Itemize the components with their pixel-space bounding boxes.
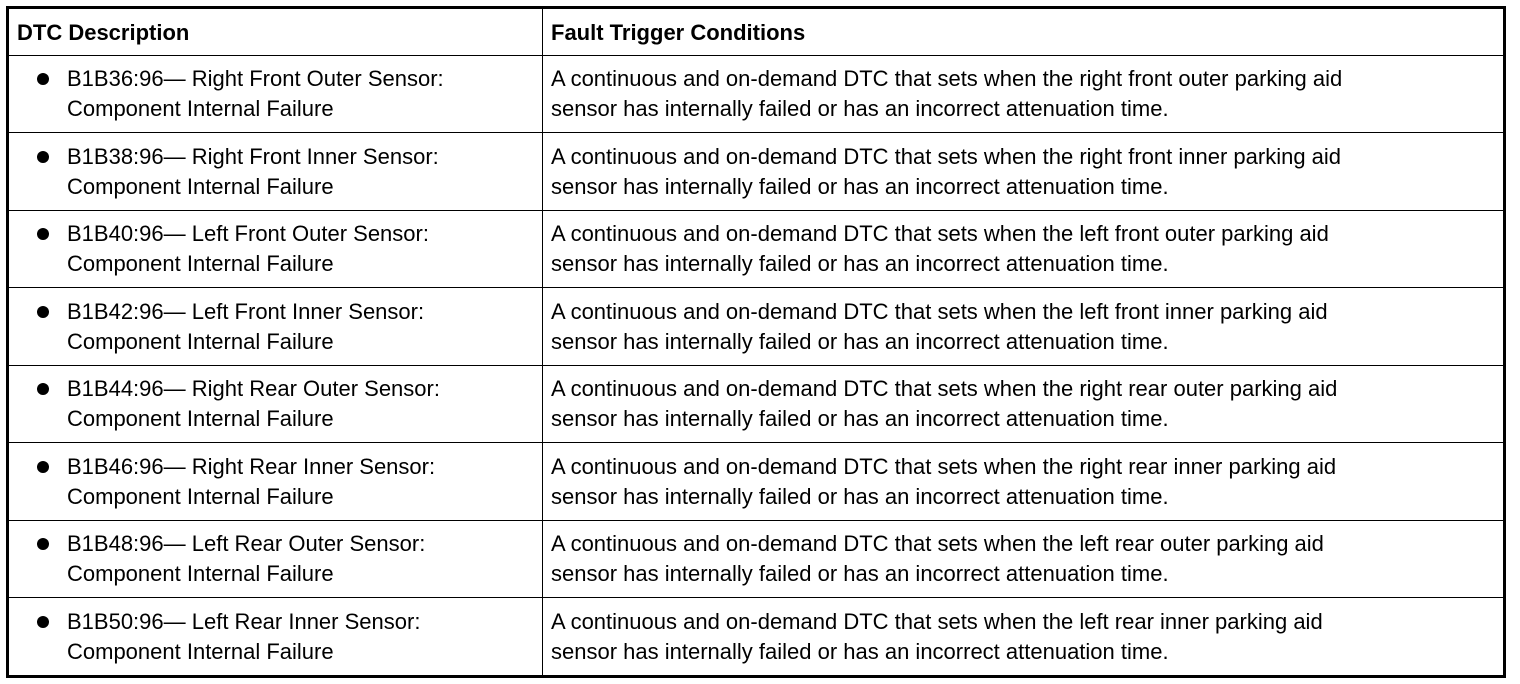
fault-condition-cell: A continuous and on-demand DTC that sets… — [542, 597, 1505, 677]
dtc-code-line: B1B40:96— Left Front Outer Sensor: — [67, 221, 429, 247]
dtc-table: DTC Description Fault Trigger Conditions… — [6, 6, 1506, 678]
dtc-description-cell: B1B36:96— Right Front Outer Sensor: Comp… — [7, 54, 543, 134]
dtc-description-cell: B1B46:96— Right Rear Inner Sensor: Compo… — [7, 442, 543, 521]
condition-line: sensor has internally failed or has an i… — [551, 251, 1169, 277]
condition-line: A continuous and on-demand DTC that sets… — [551, 143, 1342, 169]
fault-condition-cell: A continuous and on-demand DTC that sets… — [542, 442, 1505, 521]
bullet-icon — [37, 228, 49, 241]
bullet-icon — [37, 615, 49, 628]
table-row: B1B44:96— Right Rear Outer Sensor: Compo… — [7, 364, 1505, 444]
table-row: B1B42:96— Left Front Inner Sensor: Compo… — [7, 287, 1505, 366]
table-row: B1B46:96— Right Rear Inner Sensor: Compo… — [7, 442, 1505, 521]
bullet-icon — [37, 383, 49, 396]
fault-condition-cell: A continuous and on-demand DTC that sets… — [542, 209, 1505, 289]
bullet-icon — [37, 305, 49, 318]
fault-condition-cell: A continuous and on-demand DTC that sets… — [542, 519, 1505, 599]
dtc-code-line: B1B44:96— Right Rear Outer Sensor: — [67, 376, 440, 402]
condition-line: sensor has internally failed or has an i… — [551, 173, 1169, 199]
header-dtc-description: DTC Description — [7, 7, 543, 56]
condition-line: A continuous and on-demand DTC that sets… — [551, 66, 1343, 92]
dtc-failure-line: Component Internal Failure — [67, 483, 334, 509]
dtc-table-container: DTC Description Fault Trigger Conditions… — [6, 6, 1506, 678]
table-header-row: DTC Description Fault Trigger Conditions — [7, 7, 1505, 56]
condition-line: A continuous and on-demand DTC that sets… — [551, 298, 1328, 324]
condition-line: A continuous and on-demand DTC that sets… — [551, 608, 1323, 634]
condition-line: sensor has internally failed or has an i… — [551, 483, 1169, 509]
dtc-failure-line: Component Internal Failure — [67, 328, 334, 354]
condition-line: A continuous and on-demand DTC that sets… — [551, 531, 1324, 557]
table-row: B1B36:96— Right Front Outer Sensor: Comp… — [7, 54, 1505, 134]
dtc-description-cell: B1B44:96— Right Rear Outer Sensor: Compo… — [7, 364, 543, 444]
header-fault-trigger-conditions: Fault Trigger Conditions — [542, 7, 1505, 56]
dtc-description-cell: B1B40:96— Left Front Outer Sensor: Compo… — [7, 209, 543, 289]
dtc-code-line: B1B48:96— Left Rear Outer Sensor: — [67, 531, 426, 557]
bullet-icon — [37, 150, 49, 163]
condition-line: sensor has internally failed or has an i… — [551, 638, 1169, 664]
bullet-icon — [37, 460, 49, 473]
dtc-failure-line: Component Internal Failure — [67, 96, 334, 122]
bullet-icon — [37, 73, 49, 86]
dtc-code-line: B1B46:96— Right Rear Inner Sensor: — [67, 453, 436, 479]
dtc-description-cell: B1B38:96— Right Front Inner Sensor: Comp… — [7, 132, 543, 211]
dtc-description-cell: B1B42:96— Left Front Inner Sensor: Compo… — [7, 287, 543, 366]
table-row: B1B48:96— Left Rear Outer Sensor: Compon… — [7, 519, 1505, 599]
dtc-code-line: B1B36:96— Right Front Outer Sensor: — [67, 66, 444, 92]
bullet-icon — [37, 538, 49, 551]
dtc-code-line: B1B50:96— Left Rear Inner Sensor: — [67, 608, 421, 634]
table-row: B1B38:96— Right Front Inner Sensor: Comp… — [7, 132, 1505, 211]
dtc-failure-line: Component Internal Failure — [67, 638, 334, 664]
dtc-description-cell: B1B48:96— Left Rear Outer Sensor: Compon… — [7, 519, 543, 599]
fault-condition-cell: A continuous and on-demand DTC that sets… — [542, 364, 1505, 444]
fault-condition-cell: A continuous and on-demand DTC that sets… — [542, 132, 1505, 211]
table-row: B1B40:96— Left Front Outer Sensor: Compo… — [7, 209, 1505, 289]
condition-line: sensor has internally failed or has an i… — [551, 96, 1169, 122]
condition-line: sensor has internally failed or has an i… — [551, 328, 1169, 354]
dtc-failure-line: Component Internal Failure — [67, 561, 334, 587]
condition-line: A continuous and on-demand DTC that sets… — [551, 221, 1329, 247]
dtc-code-line: B1B42:96— Left Front Inner Sensor: — [67, 298, 425, 324]
dtc-description-cell: B1B50:96— Left Rear Inner Sensor: Compon… — [7, 597, 543, 677]
condition-line: A continuous and on-demand DTC that sets… — [551, 453, 1337, 479]
condition-line: A continuous and on-demand DTC that sets… — [551, 376, 1338, 402]
fault-condition-cell: A continuous and on-demand DTC that sets… — [542, 287, 1505, 366]
dtc-failure-line: Component Internal Failure — [67, 406, 334, 432]
condition-line: sensor has internally failed or has an i… — [551, 561, 1169, 587]
dtc-code-line: B1B38:96— Right Front Inner Sensor: — [67, 143, 439, 169]
dtc-failure-line: Component Internal Failure — [67, 173, 334, 199]
condition-line: sensor has internally failed or has an i… — [551, 406, 1169, 432]
table-row: B1B50:96— Left Rear Inner Sensor: Compon… — [7, 597, 1505, 677]
dtc-failure-line: Component Internal Failure — [67, 251, 334, 277]
fault-condition-cell: A continuous and on-demand DTC that sets… — [542, 54, 1505, 134]
